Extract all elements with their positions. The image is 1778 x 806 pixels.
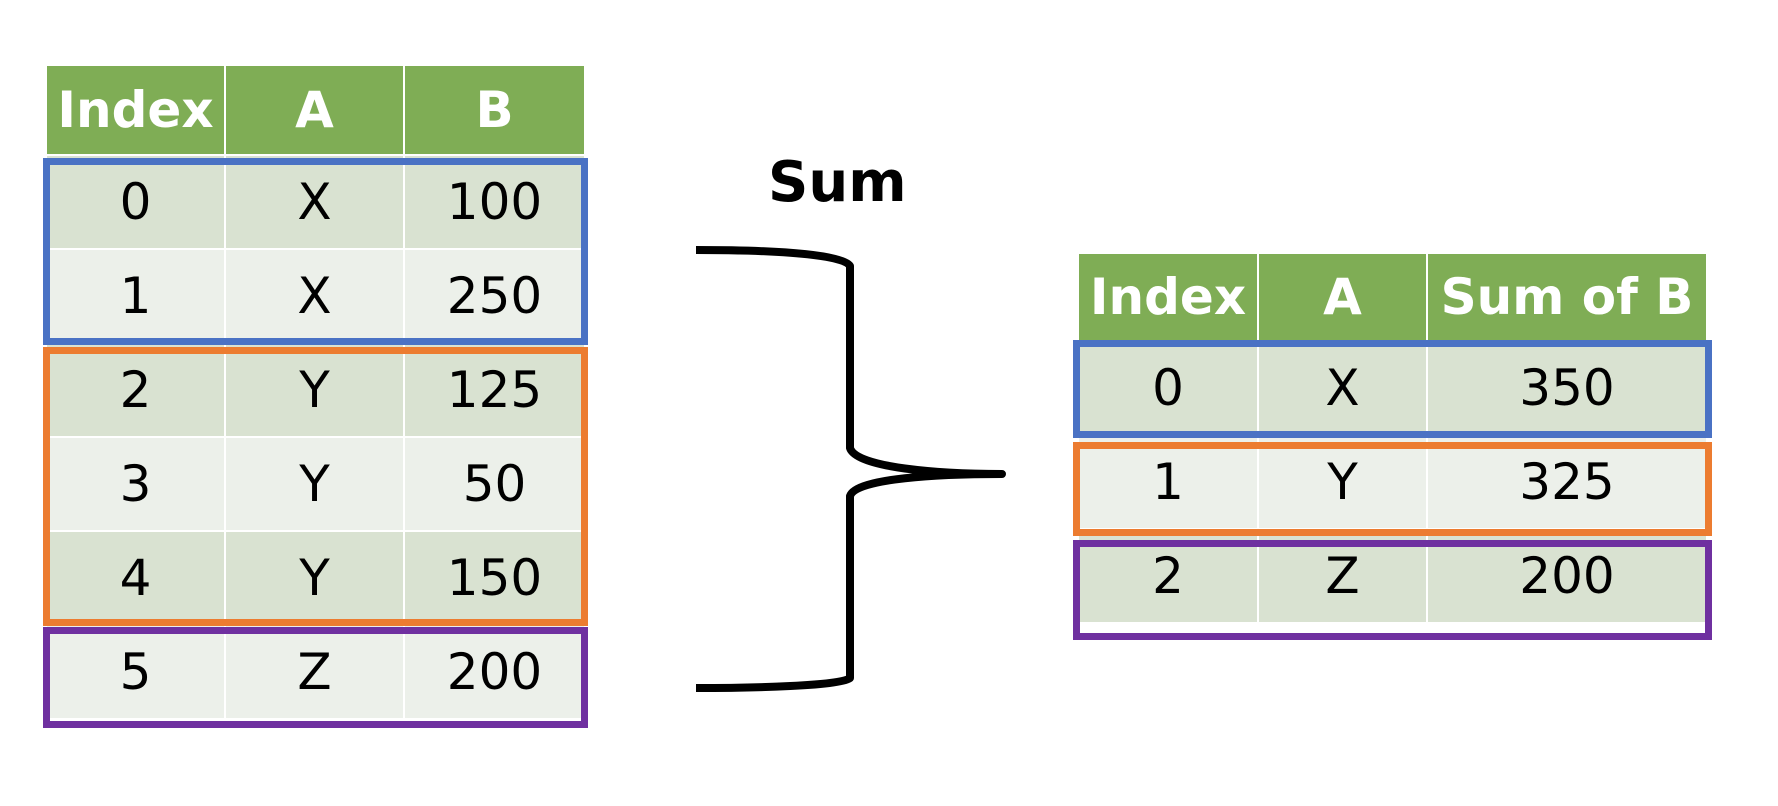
table-cell: 200: [405, 626, 584, 720]
table-cell: Y: [1259, 436, 1428, 530]
table-cell: 125: [405, 344, 584, 438]
table-cell: 50: [405, 438, 584, 532]
table-cell: 200: [1428, 530, 1706, 624]
table-cell: 3: [47, 438, 226, 532]
table-cell: Y: [226, 438, 405, 532]
header-a: A: [1259, 254, 1428, 342]
header-b: B: [405, 66, 584, 156]
operation-label: Sum: [768, 150, 907, 215]
table-cell: Z: [1259, 530, 1428, 624]
header-sum-of-b: Sum of B: [1428, 254, 1706, 342]
result-table: Index A Sum of B 0 X 350 1 Y 325 2 Z 200: [1079, 254, 1706, 624]
table-cell: 0: [1079, 342, 1259, 436]
table-cell: Y: [226, 532, 405, 626]
table-cell: Y: [226, 344, 405, 438]
table-cell: 250: [405, 250, 584, 344]
table-cell: X: [1259, 342, 1428, 436]
header-index: Index: [47, 66, 226, 156]
curly-brace-icon: [695, 246, 1006, 692]
table-cell: 350: [1428, 342, 1706, 436]
table-cell: 2: [47, 344, 226, 438]
table-cell: 325: [1428, 436, 1706, 530]
header-a: A: [226, 66, 405, 156]
table-cell: X: [226, 250, 405, 344]
table-cell: 5: [47, 626, 226, 720]
table-cell: 4: [47, 532, 226, 626]
table-cell: Z: [226, 626, 405, 720]
table-cell: 1: [47, 250, 226, 344]
table-cell: X: [226, 156, 405, 250]
source-table: Index A B 0 X 100 1 X 250 2 Y 125 3 Y 50…: [47, 66, 584, 720]
header-index: Index: [1079, 254, 1259, 342]
table-cell: 150: [405, 532, 584, 626]
table-cell: 2: [1079, 530, 1259, 624]
table-cell: 1: [1079, 436, 1259, 530]
table-cell: 100: [405, 156, 584, 250]
table-cell: 0: [47, 156, 226, 250]
